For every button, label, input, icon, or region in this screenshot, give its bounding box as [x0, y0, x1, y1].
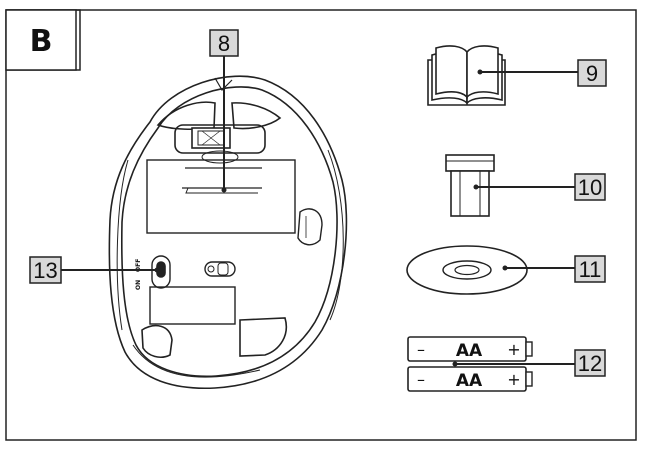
callout-8-number: 8 — [218, 31, 230, 56]
manual-book — [427, 45, 506, 106]
battery-bottom: – AA + — [407, 366, 533, 392]
battery-bottom-plus: + — [507, 370, 520, 389]
panel-label-box: B — [5, 9, 81, 71]
panel-frame — [5, 9, 637, 441]
panel-letter: B — [30, 24, 53, 59]
battery-top: – AA + — [407, 336, 533, 362]
callout-10: 10 — [473, 173, 606, 201]
callout-9: 9 — [477, 59, 607, 87]
callout-12: 12 — [452, 349, 606, 377]
callout-8: 8 — [209, 29, 239, 193]
switch-off-label: OFF — [135, 259, 142, 272]
usb-receiver — [445, 154, 495, 217]
callout-12-number: 12 — [578, 351, 602, 376]
mouse-underside — [108, 75, 348, 390]
battery-bottom-minus: – — [417, 370, 425, 389]
callout-11: 11 — [502, 255, 606, 283]
callout-13: 13 — [29, 256, 160, 284]
callout-13-number: 13 — [33, 258, 57, 283]
callout-10-number: 10 — [578, 175, 602, 200]
callout-9-number: 9 — [586, 61, 598, 86]
callout-11-number: 11 — [579, 257, 602, 282]
battery-top-minus: – — [417, 340, 425, 359]
switch-on-label: ON — [135, 280, 142, 290]
battery-top-label: AA — [456, 341, 483, 361]
battery-bottom-label: AA — [456, 371, 483, 391]
battery-top-plus: + — [507, 340, 520, 359]
software-cd — [406, 245, 528, 295]
